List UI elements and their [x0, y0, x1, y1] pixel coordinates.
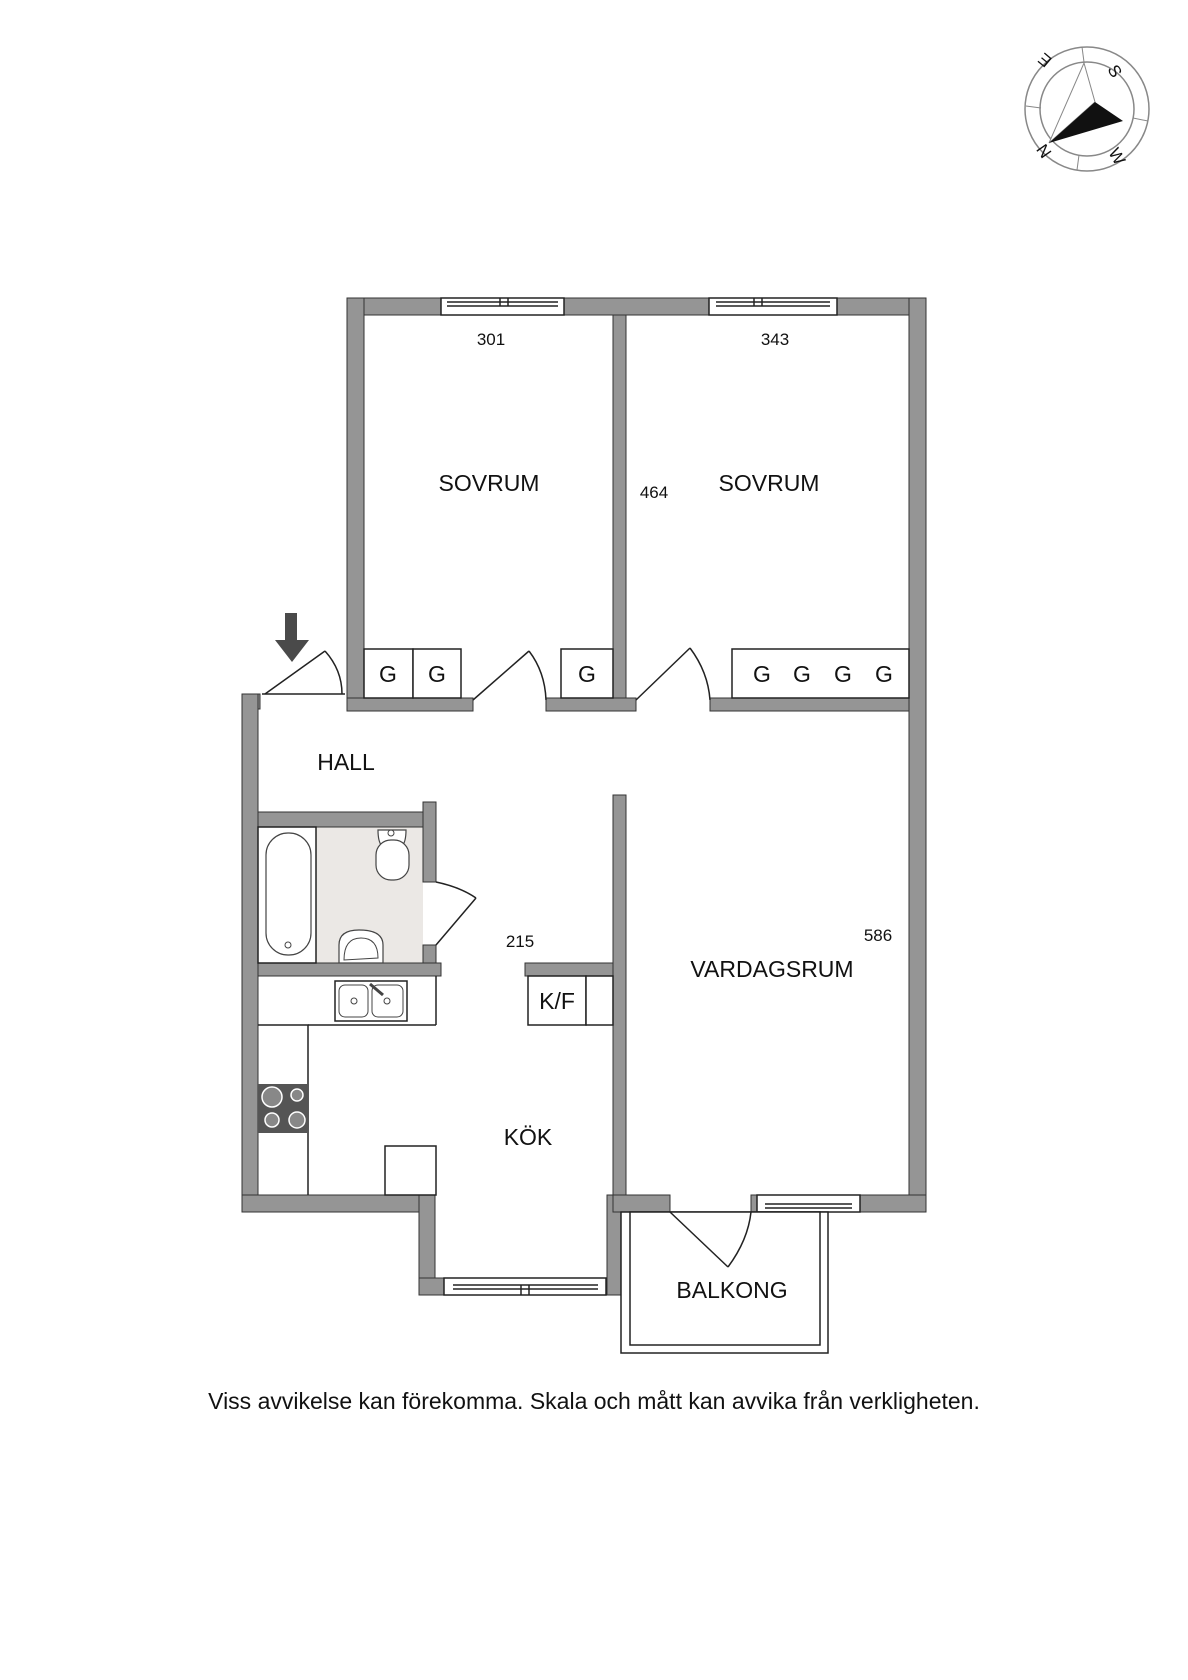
walls [241, 297, 927, 1296]
kitchen-fixtures [258, 975, 614, 1196]
washbasin-icon [338, 929, 384, 964]
wardrobe-label: G [793, 661, 811, 687]
fridge-label: K/F [539, 988, 575, 1014]
bedroom1-width: 301 [477, 330, 505, 349]
living-dim: 586 [864, 926, 892, 945]
stove-icon [258, 1084, 308, 1133]
balcony [620, 1211, 829, 1354]
toilet-icon [375, 829, 410, 881]
wardrobes: G G G G G G G [363, 648, 910, 699]
wardrobe-label: G [379, 661, 397, 687]
entrance-arrow-icon [275, 613, 309, 662]
wardrobe-label: G [428, 661, 446, 687]
bathroom-fixtures [257, 826, 410, 964]
bedroom2-label: SOVRUM [719, 470, 820, 496]
doors [262, 647, 752, 1268]
bedroom2-depth: 464 [640, 483, 668, 502]
hall-label: HALL [317, 749, 375, 775]
kitchen-label: KÖK [504, 1124, 553, 1150]
disclaimer-text: Viss avvikelse kan förekomma. Skala och … [208, 1388, 980, 1414]
wardrobe-label: G [834, 661, 852, 687]
compass-icon: E S N W [1024, 46, 1150, 172]
bedroom1-label: SOVRUM [439, 470, 540, 496]
wardrobe-label: G [753, 661, 771, 687]
wardrobe-label: G [578, 661, 596, 687]
windows [440, 297, 861, 1296]
kitchen-dim: 215 [506, 932, 534, 951]
wardrobe-label: G [875, 661, 893, 687]
bathtub-icon [265, 832, 312, 956]
balcony-label: BALKONG [676, 1277, 787, 1303]
living-room-label: VARDAGSRUM [690, 956, 853, 982]
bedroom2-width: 343 [761, 330, 789, 349]
